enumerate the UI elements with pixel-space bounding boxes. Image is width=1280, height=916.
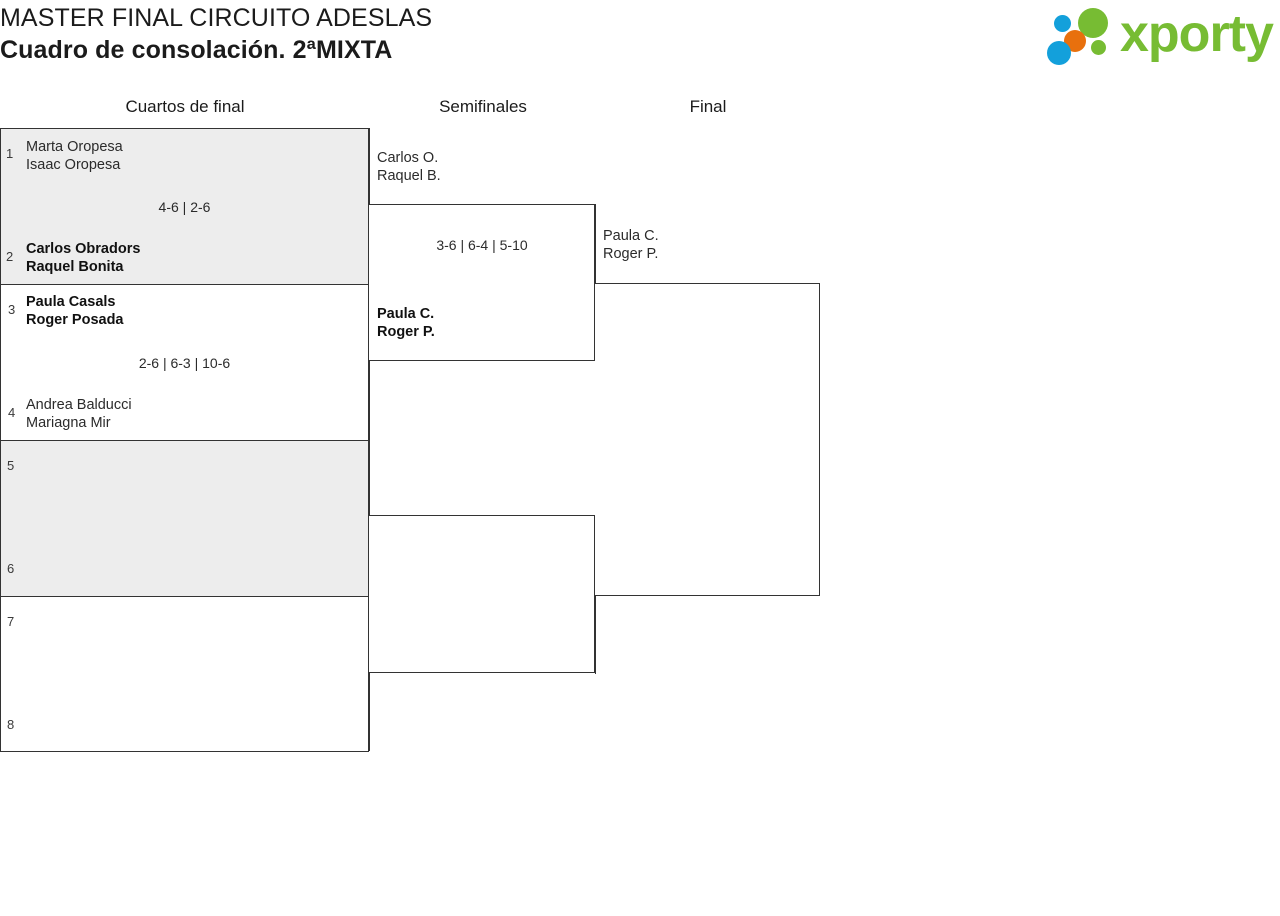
- match-connector[interactable]: [369, 204, 595, 361]
- logo-wordmark: xporty: [1120, 5, 1274, 63]
- bracket-line: [595, 595, 596, 674]
- tournament-name: MASTER FINAL CIRCUITO ADESLAS: [0, 4, 433, 32]
- seed-number: 7: [7, 614, 15, 629]
- player-name: Carlos Obradors: [26, 241, 141, 257]
- player-name: Isaac Oropesa: [26, 157, 121, 173]
- bracket-line: [595, 204, 596, 284]
- player-name: Roger P.: [603, 246, 659, 262]
- seed-number: 8: [7, 717, 15, 732]
- logo-dot-green-small: [1091, 40, 1106, 55]
- match-score: 4-6 | 2-6: [158, 199, 211, 215]
- bracket-line: [369, 360, 370, 516]
- seed-number: 3: [8, 302, 16, 317]
- bracket-subtitle: Cuadro de consolación. 2ªMIXTA: [0, 36, 393, 64]
- match-card[interactable]: [0, 284, 369, 440]
- player-pair[interactable]: Paula C. Roger P.: [377, 305, 435, 341]
- match-score: 2-6 | 6-3 | 10-6: [138, 355, 231, 371]
- tournament-header: MASTER FINAL CIRCUITO ADESLAS Cuadro de …: [0, 0, 1280, 88]
- logo-dots-icon: [1046, 8, 1124, 66]
- player-name: Raquel Bonita: [26, 259, 124, 275]
- seed-number: 2: [6, 249, 14, 264]
- player-pair[interactable]: Carlos Obradors Raquel Bonita: [26, 240, 140, 276]
- player-name: Paula Casals: [26, 294, 116, 310]
- player-name: Paula C.: [603, 228, 659, 244]
- player-name: Roger P.: [377, 324, 435, 340]
- round-heading-quarterfinals: Cuartos de final: [125, 97, 245, 116]
- player-name: Raquel B.: [377, 168, 441, 184]
- player-name: Carlos O.: [377, 150, 439, 166]
- player-pair[interactable]: Paula Casals Roger Posada: [26, 293, 124, 329]
- bracket-line: [369, 673, 370, 751]
- xporty-logo[interactable]: xporty: [1046, 5, 1276, 67]
- player-name: Andrea Balducci: [26, 397, 132, 413]
- seed-number: 6: [7, 561, 15, 576]
- seed-number: 1: [6, 146, 14, 161]
- match-card[interactable]: [0, 596, 369, 752]
- seed-number: 5: [7, 458, 15, 473]
- player-pair[interactable]: Andrea Balducci Mariagna Mir: [26, 396, 132, 432]
- seed-number: 4: [8, 405, 16, 420]
- player-name: Paula C.: [377, 306, 435, 322]
- player-pair[interactable]: Marta Oropesa Isaac Oropesa: [26, 138, 123, 174]
- match-connector[interactable]: [369, 515, 595, 673]
- player-name: Marta Oropesa: [26, 139, 123, 155]
- round-heading-final: Final: [689, 97, 727, 116]
- page-title: MASTER FINAL CIRCUITO ADESLAS Cuadro de …: [0, 2, 900, 66]
- player-pair[interactable]: Paula C. Roger P.: [603, 227, 659, 263]
- player-name: Mariagna Mir: [26, 415, 111, 431]
- player-name: Roger Posada: [26, 312, 124, 328]
- bracket-line: [369, 128, 370, 205]
- logo-dot-blue-top: [1054, 15, 1071, 32]
- match-card[interactable]: [0, 128, 369, 284]
- match-connector[interactable]: [595, 283, 820, 596]
- round-heading-semifinals: Semifinales: [439, 97, 527, 116]
- match-card[interactable]: [0, 440, 369, 596]
- match-score: 3-6 | 6-4 | 5-10: [436, 237, 528, 253]
- player-pair[interactable]: Carlos O. Raquel B.: [377, 149, 441, 185]
- logo-dot-blue-bottom: [1047, 41, 1071, 65]
